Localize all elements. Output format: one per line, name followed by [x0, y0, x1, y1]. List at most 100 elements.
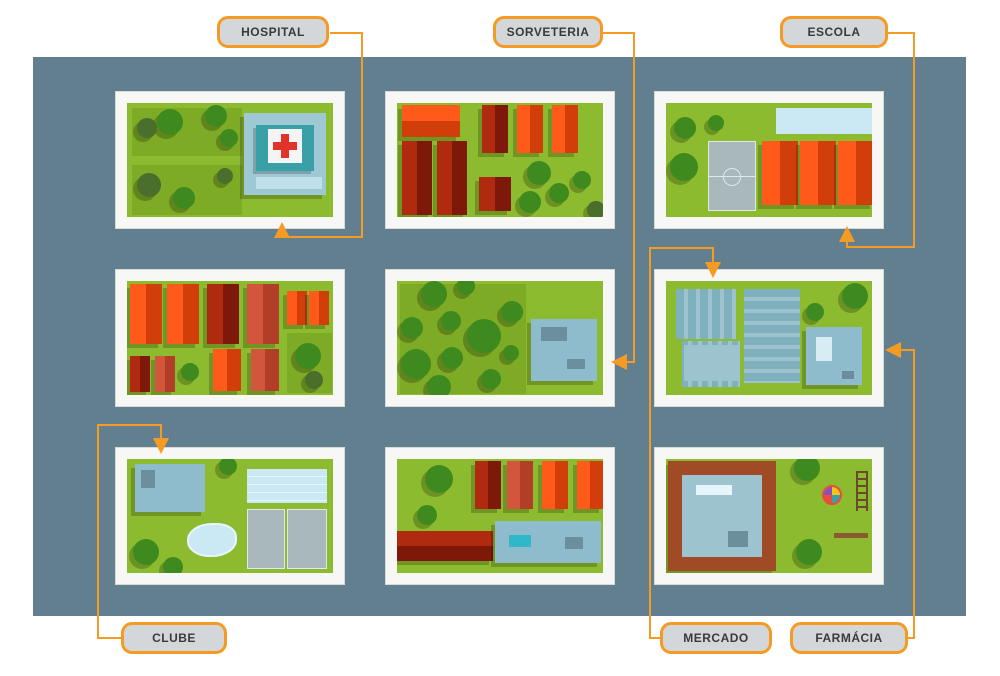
block-houses-south[interactable]: [385, 447, 615, 585]
tree: [587, 201, 603, 217]
tree: [441, 347, 463, 369]
house: [482, 105, 508, 153]
club-pool-lanes: [247, 469, 327, 503]
tree: [205, 105, 227, 127]
hospital-cross-icon: [268, 129, 302, 163]
house: [517, 105, 543, 153]
label-sorveteria: SORVETERIA: [493, 16, 603, 48]
label-hospital: HOSPITAL: [217, 16, 329, 48]
school-skylight: [776, 108, 872, 134]
house: [207, 284, 239, 344]
tree: [467, 319, 501, 353]
tree: [519, 191, 541, 213]
block-sorveteria-lot: [397, 281, 603, 395]
tree: [220, 129, 238, 147]
house: [402, 141, 432, 215]
swimming-pool: [187, 523, 237, 557]
market-office: [806, 327, 862, 385]
tree: [670, 153, 698, 181]
market-warehouse: [676, 289, 736, 339]
clube-connector: [97, 424, 169, 639]
tree: [401, 349, 431, 379]
school-building: [762, 141, 798, 205]
tree: [481, 369, 501, 389]
sports-court: [247, 509, 285, 569]
block-farmacia-lot: [666, 459, 872, 573]
house: [130, 356, 150, 392]
block-clube[interactable]: [115, 447, 345, 585]
tree: [417, 505, 437, 525]
tree: [295, 343, 321, 369]
farmacia-connector: [885, 342, 915, 639]
tree: [425, 465, 453, 493]
tree: [173, 187, 195, 209]
tree: [217, 168, 233, 184]
tree: [842, 283, 868, 309]
house: [475, 461, 501, 509]
house: [479, 177, 511, 211]
house: [247, 284, 279, 344]
block-houses-west[interactable]: [115, 269, 345, 407]
tree: [305, 371, 323, 389]
tree: [157, 109, 183, 135]
house: [167, 284, 199, 344]
house: [507, 461, 533, 509]
sorveteria-connector: [603, 32, 635, 370]
mercado-connector: [649, 247, 721, 639]
tree: [527, 161, 551, 185]
club-building: [135, 464, 205, 512]
ferris-wheel-icon: [822, 485, 842, 505]
block-escola[interactable]: [654, 91, 884, 229]
tree: [796, 539, 822, 565]
label-clube: CLUBE: [121, 622, 227, 654]
tree: [163, 557, 183, 573]
label-mercado: MERCADO: [660, 622, 772, 654]
south-building: [495, 521, 601, 563]
block-hospital[interactable]: [115, 91, 345, 229]
sorveteria-building: [531, 319, 597, 381]
tree: [674, 117, 696, 139]
bench: [834, 533, 868, 538]
school-building: [800, 141, 836, 205]
house: [130, 284, 162, 344]
house: [155, 356, 175, 392]
tree: [457, 281, 475, 295]
block-houses-north-lot: [397, 103, 603, 217]
house: [552, 105, 578, 153]
house: [287, 291, 307, 325]
hospital-building: [244, 113, 326, 195]
block-farmacia[interactable]: [654, 447, 884, 585]
house: [213, 349, 241, 391]
block-escola-lot: [666, 103, 872, 217]
city-map: [33, 57, 966, 616]
tree: [133, 539, 159, 565]
block-mercado-lot: [666, 281, 872, 395]
block-houses-west-lot: [127, 281, 333, 395]
school-building: [838, 141, 872, 205]
tree: [427, 375, 451, 395]
tree: [794, 459, 820, 481]
tree: [137, 118, 157, 138]
block-sorveteria[interactable]: [385, 269, 615, 407]
tree: [708, 115, 724, 131]
tree: [421, 281, 447, 307]
label-farmacia: FARMÁCIA: [790, 622, 908, 654]
hospital-annex: [256, 177, 322, 189]
market-hall: [684, 345, 738, 381]
market-warehouse: [744, 289, 800, 383]
soccer-field-icon: [708, 141, 756, 211]
playground-ladder: [856, 471, 868, 511]
block-houses-north[interactable]: [385, 91, 615, 229]
house: [542, 461, 568, 509]
house: [402, 105, 460, 137]
pharmacy-building: [668, 461, 776, 571]
tree: [806, 303, 824, 321]
block-mercado[interactable]: [654, 269, 884, 407]
tree: [573, 171, 591, 189]
block-clube-lot: [127, 459, 333, 573]
tree: [549, 183, 569, 203]
escola-connector: [839, 32, 915, 248]
block-hospital-lot: [127, 103, 333, 217]
block-houses-south-lot: [397, 459, 603, 573]
